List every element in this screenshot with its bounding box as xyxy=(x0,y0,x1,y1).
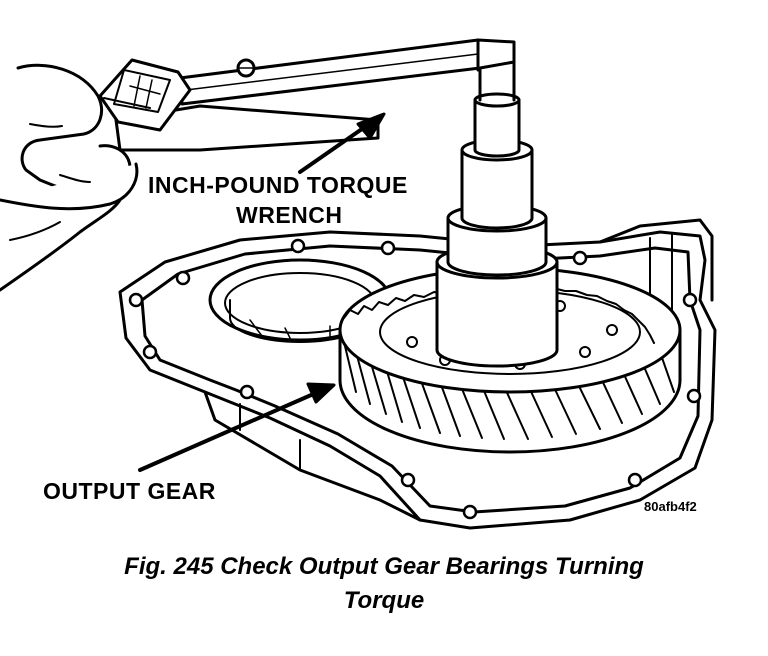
caption-line2: Torque xyxy=(343,587,425,614)
torque-wrench-drawing xyxy=(98,38,516,152)
socket-adapter-drawing xyxy=(435,58,559,368)
output-gear-label: OUTPUT GEAR xyxy=(43,478,216,504)
figure-code: 80afb4f2 xyxy=(644,499,697,514)
wrench-pointer-arrow xyxy=(298,112,386,174)
wrench-label-line1: INCH-POUND TORQUE xyxy=(148,172,408,198)
wrench-label-line2: WRENCH xyxy=(236,202,343,228)
hand-drawing xyxy=(0,63,139,292)
illustration xyxy=(0,38,717,530)
gear-pointer-arrow xyxy=(138,382,336,472)
caption-line1: Fig. 245 Check Output Gear Bearings Turn… xyxy=(124,553,644,580)
figure-caption: Fig. 245 Check Output Gear Bearings Turn… xyxy=(0,550,768,618)
